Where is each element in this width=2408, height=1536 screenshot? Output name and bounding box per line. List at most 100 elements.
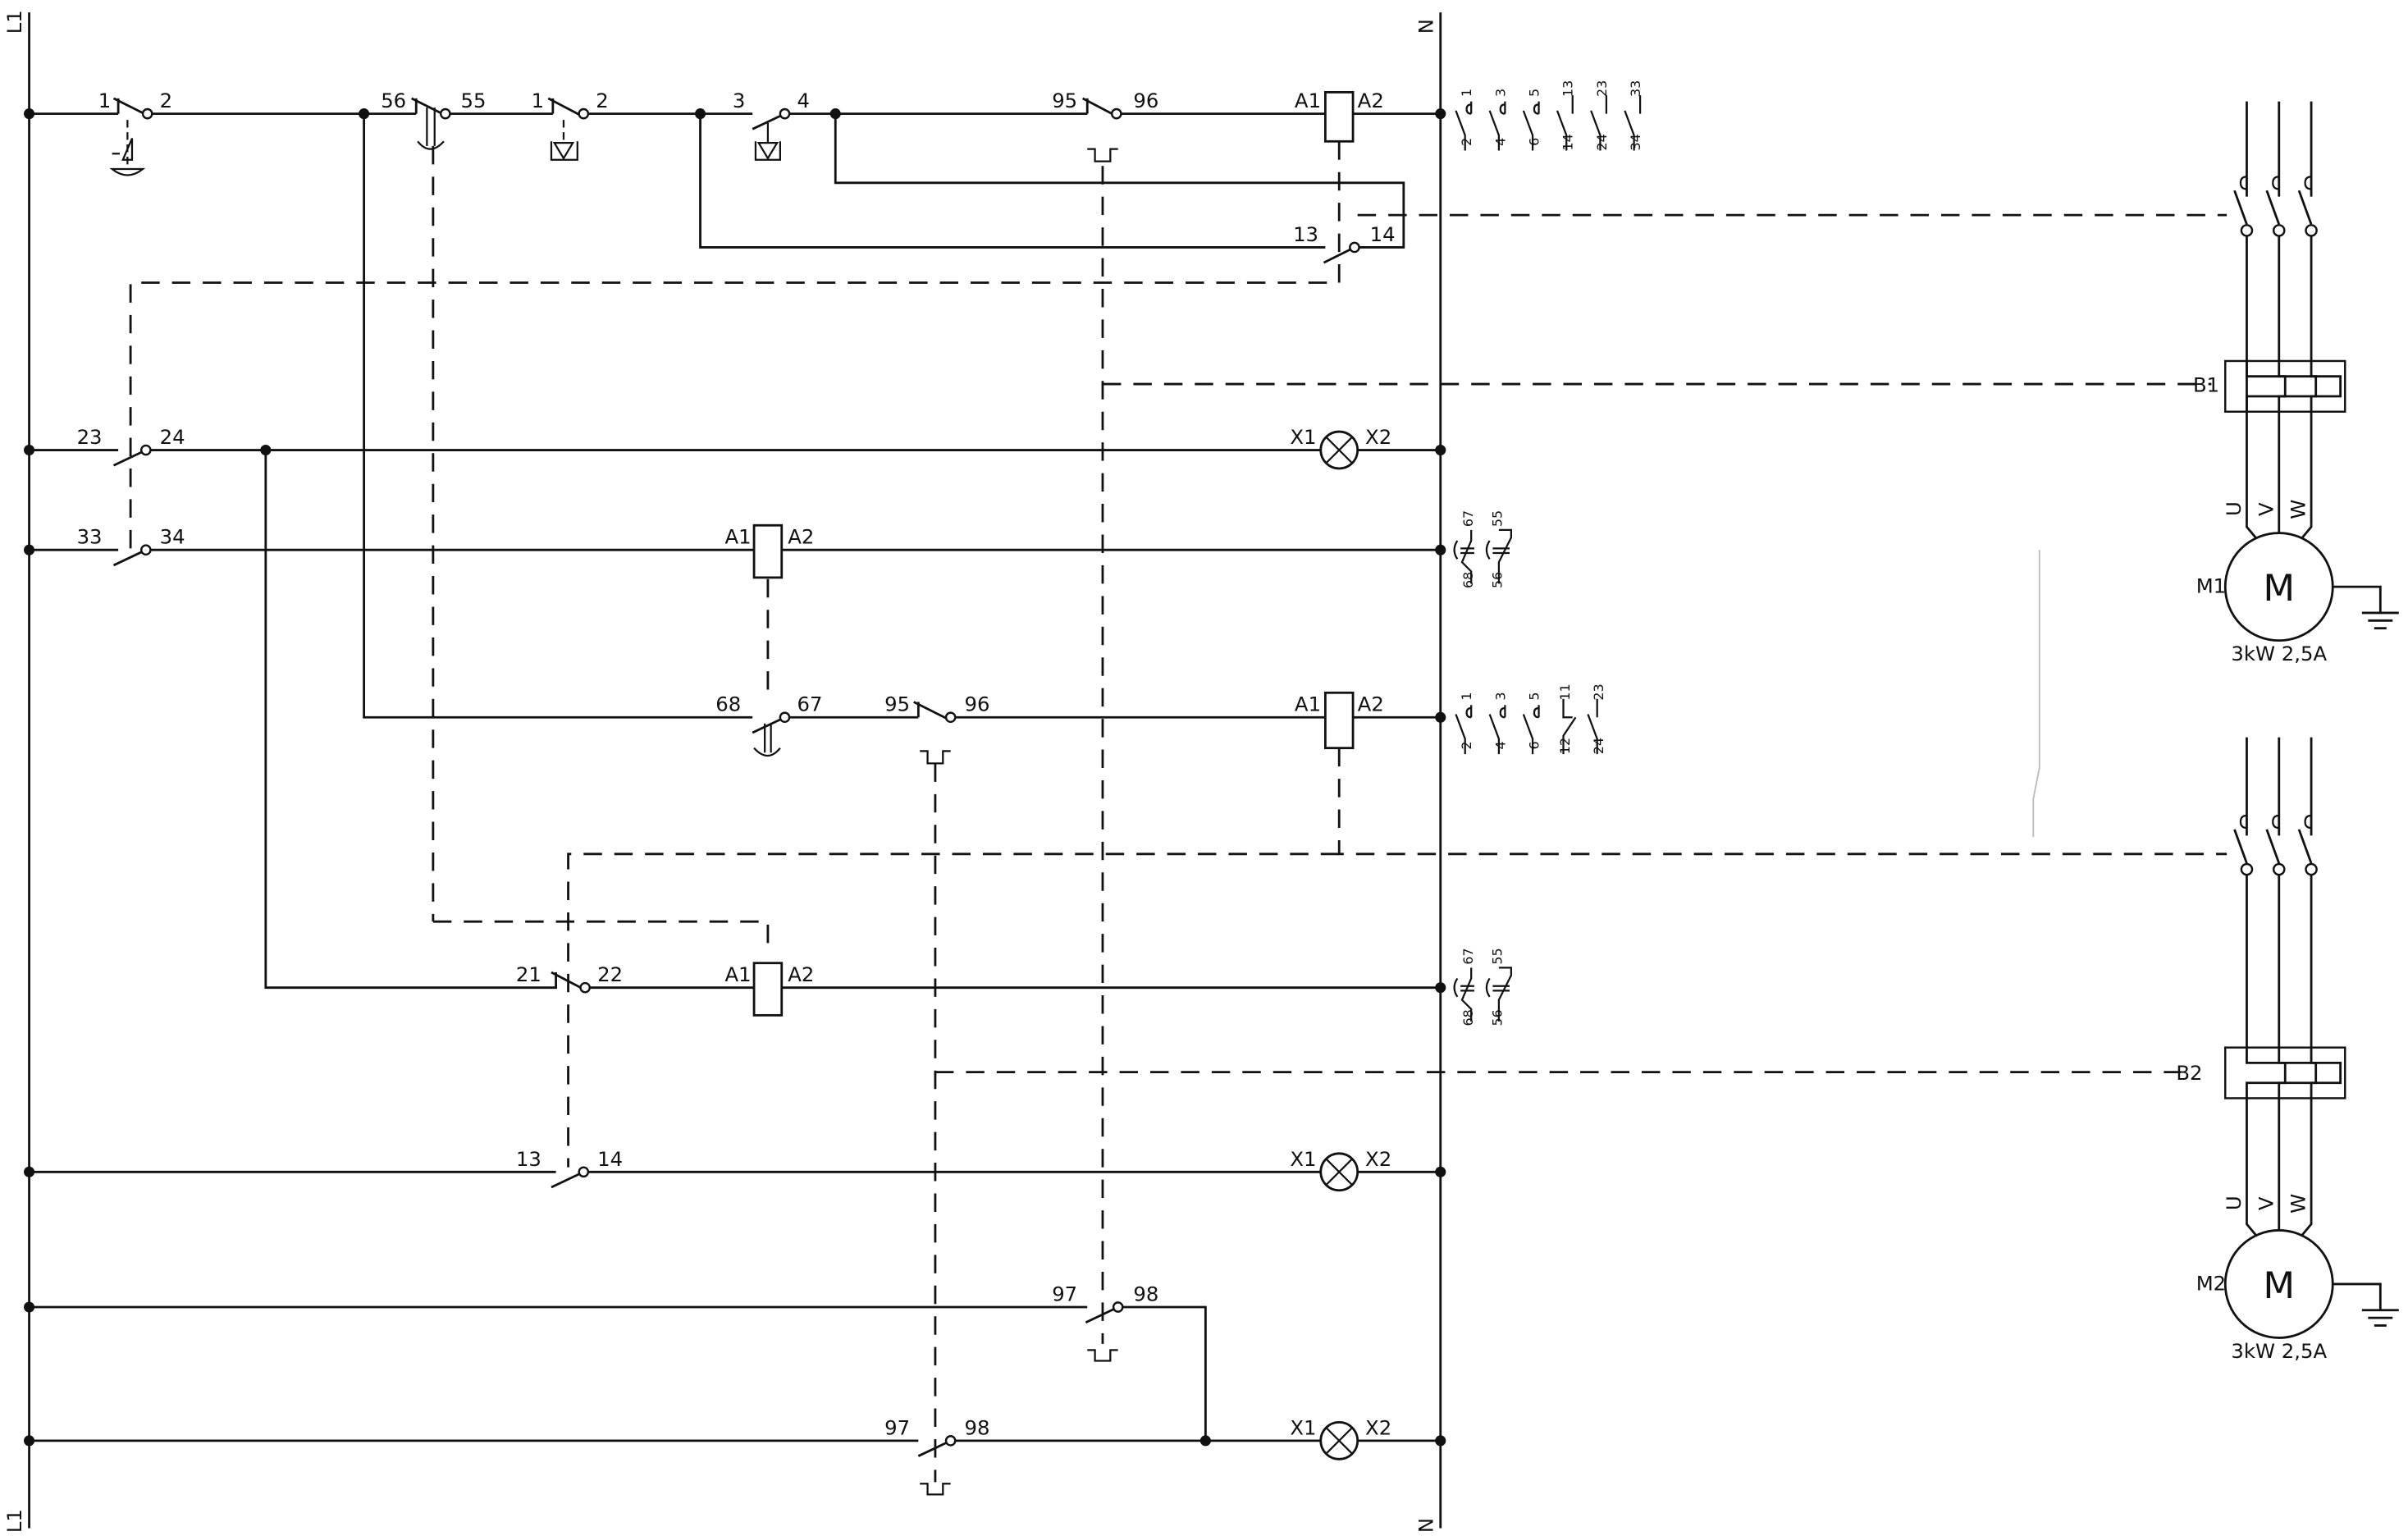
motor-rating: 3kW 2,5A xyxy=(2231,642,2327,665)
contact-ref-label: 11 xyxy=(1557,683,1573,700)
start-button[interactable]: 3 4 xyxy=(733,89,810,161)
timer-coil-1[interactable]: A1 A2 xyxy=(724,523,814,579)
overload-label: B2 xyxy=(2176,1061,2202,1085)
coil-a2-label: A2 xyxy=(788,525,814,549)
motor-m2[interactable]: M M2 3kW 2,5A xyxy=(2196,1229,2334,1363)
overload-label: B1 xyxy=(2193,373,2219,396)
timer-contact-56-55[interactable]: 56 55 xyxy=(381,89,487,150)
contact-ref-label: 6 xyxy=(1527,741,1542,749)
rail-l1-label-top: L1 xyxy=(2,10,26,34)
terminal-label: 24 xyxy=(160,425,185,449)
contact-ref-label: 5 xyxy=(1527,89,1542,97)
overload-relay-b2: B2 xyxy=(2176,1046,2346,1099)
lamp-x2-label: X2 xyxy=(1365,425,1391,449)
terminal-label: 22 xyxy=(597,962,623,986)
contact-ref-label: 34 xyxy=(1628,134,1643,150)
coil-a1-label: A1 xyxy=(724,962,751,986)
k2-contact-reference: 1 2 3 4 5 6 11 12 23 24 xyxy=(1455,683,1606,755)
terminal-label: 96 xyxy=(1133,89,1158,112)
lamp-x1-label: X1 xyxy=(1290,1147,1316,1171)
contact-ref-label: 6 xyxy=(1527,138,1542,146)
ground-icon xyxy=(2333,1282,2399,1327)
terminal-label: 97 xyxy=(1052,1282,1077,1306)
contact-ref-label: 56 xyxy=(1490,1009,1506,1026)
terminal-label: 14 xyxy=(597,1147,623,1171)
contactor-coil-k1[interactable]: A1 A2 xyxy=(1295,89,1384,143)
contact-ref-label: 12 xyxy=(1557,738,1573,754)
contact-13-14[interactable]: 13 14 xyxy=(516,1147,623,1189)
overload-aux-contact-97-98-1[interactable]: 97 98 xyxy=(1052,1282,1158,1362)
timer-coil-2[interactable]: A1 A2 xyxy=(724,962,814,1017)
motor-circuit-1: B1 U V W M M1 3kW 2,5A xyxy=(2193,101,2399,665)
terminal-label: 55 xyxy=(461,89,487,112)
overload-relay-b1: B1 xyxy=(2193,359,2346,413)
rung-3: 33 34 A1 A2 67 68 55 56 xyxy=(24,510,1512,588)
contact-ref-label: 2 xyxy=(1459,138,1474,146)
rung-1: 1 2 56 55 1 2 xyxy=(24,89,1446,264)
phase-label: U xyxy=(2222,501,2246,516)
self-hold-contact-13-14[interactable]: 13 14 xyxy=(1293,222,1396,264)
contact-23-24[interactable]: 23 24 xyxy=(77,425,185,467)
terminal-label: 96 xyxy=(964,693,989,716)
contact-33-34[interactable]: 33 34 xyxy=(77,525,185,567)
contact-ref-label: 24 xyxy=(1594,134,1610,150)
k1-contact-reference: 1 2 3 4 5 6 13 14 23 24 33 34 xyxy=(1455,80,1643,151)
motor-symbol: M xyxy=(2263,1264,2295,1307)
timer-contact-68-67[interactable]: 68 67 xyxy=(715,693,822,757)
rung-2: 23 24 X1 X2 xyxy=(24,425,1446,470)
motor-m1[interactable]: M M1 3kW 2,5A xyxy=(2196,532,2334,665)
overload-contact-95-96-2[interactable]: 95 96 xyxy=(884,693,989,765)
rail-n-label-bottom: N xyxy=(1414,1518,1437,1533)
terminal-label: 56 xyxy=(381,89,406,112)
terminal-label: 98 xyxy=(964,1415,989,1439)
motor-name: M2 xyxy=(2196,1271,2226,1295)
motor-name: M1 xyxy=(2196,574,2226,598)
terminal-label: 13 xyxy=(516,1147,541,1171)
rail-n-label-top: N xyxy=(1414,19,1437,34)
rail-l1-label-bottom: L1 xyxy=(2,1509,26,1533)
rung-7: 97 98 xyxy=(24,1282,1207,1441)
contact-ref-label: 33 xyxy=(1628,80,1643,97)
indicator-lamp-1: X1 X2 xyxy=(1290,425,1391,470)
rung-5: 21 22 A1 A2 67 68 55 56 xyxy=(264,450,1512,1026)
terminal-label: 1 xyxy=(98,89,111,112)
stop-button[interactable]: 1 2 xyxy=(532,89,609,161)
contact-ref-label: 14 xyxy=(1560,134,1576,150)
contact-ref-label: 3 xyxy=(1492,693,1508,701)
contact-ref-label: 67 xyxy=(1460,948,1476,964)
contact-ref-label: 67 xyxy=(1460,510,1476,527)
rail-l1: L1 L1 xyxy=(2,10,30,1533)
coil-a1-label: A1 xyxy=(1295,693,1321,716)
terminal-label: 13 xyxy=(1293,222,1318,246)
contact-ref-label: 1 xyxy=(1459,693,1474,701)
overload-contact-95-96[interactable]: 95 96 xyxy=(1052,89,1158,162)
phase-label: V xyxy=(2254,1196,2278,1210)
contact-ref-label: 68 xyxy=(1460,572,1476,588)
phase-label: W xyxy=(2287,1194,2310,1214)
phase-label: W xyxy=(2287,500,2310,519)
terminal-label: 2 xyxy=(160,89,172,112)
terminal-label: 2 xyxy=(596,89,608,112)
emergency-stop-switch[interactable]: 1 2 xyxy=(98,89,172,176)
main-contacts-k1 xyxy=(2233,101,2318,533)
contact-ref-label: 23 xyxy=(1594,80,1610,97)
contact-ref-label: 24 xyxy=(1591,738,1606,754)
terminal-label: 4 xyxy=(797,89,809,112)
phase-label: U xyxy=(2222,1195,2246,1210)
terminal-label: 14 xyxy=(1370,222,1396,246)
phase-label: V xyxy=(2254,502,2278,516)
terminal-label: 95 xyxy=(1052,89,1077,112)
contactor-coil-k2[interactable]: A1 A2 xyxy=(1295,691,1384,750)
contact-ref-label: 5 xyxy=(1527,693,1542,701)
contact-21-22[interactable]: 21 22 xyxy=(516,962,623,994)
motor-circuit-2: B2 U V W M M2 3kW 2,5A xyxy=(2176,737,2399,1363)
coil-a2-label: A2 xyxy=(1358,89,1384,112)
motor-rating: 3kW 2,5A xyxy=(2231,1339,2327,1363)
coil-a1-label: A1 xyxy=(724,525,751,549)
indicator-lamp-3: X1 X2 xyxy=(1290,1415,1391,1461)
coil-a1-label: A1 xyxy=(1295,89,1321,112)
ground-icon xyxy=(2333,585,2399,630)
overload-aux-contact-97-98-2[interactable]: 97 98 xyxy=(884,1415,989,1496)
terminal-label: 33 xyxy=(77,525,103,549)
terminal-label: 67 xyxy=(797,693,822,716)
